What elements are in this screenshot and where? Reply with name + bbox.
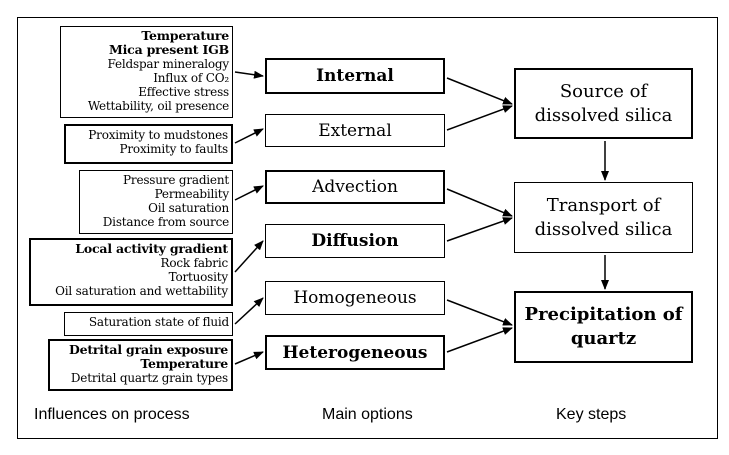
arrow-diffusion-transport xyxy=(446,217,513,242)
arrow-internal-source xyxy=(446,77,513,105)
arrow-external-source xyxy=(446,105,513,131)
arrow-heterogeneous-precipitation xyxy=(446,327,513,353)
influence-line: Proximity to mudstones xyxy=(88,128,228,142)
key-step-line: quartz xyxy=(570,328,637,349)
key-step-line: dissolved silica xyxy=(534,218,673,240)
influence-line: Rock fabric xyxy=(160,256,229,270)
arrow-influence-internal xyxy=(234,70,264,79)
column-label-key-steps: Key steps xyxy=(556,406,627,423)
arrow-influence-advection xyxy=(234,185,264,201)
arrow-homogeneous-precipitation xyxy=(446,299,513,326)
influence-box-homogeneous: Saturation state of fluid xyxy=(64,312,233,336)
influence-box-advection: Pressure gradient Permeability Oil satur… xyxy=(79,170,233,234)
influence-line: Distance from source xyxy=(102,215,229,229)
key-step-line: Precipitation of xyxy=(524,304,683,325)
arrow-influence-external xyxy=(234,128,264,144)
key-step-transport: Transport of dissolved silica xyxy=(514,182,693,253)
key-step-line: Source of xyxy=(559,80,648,102)
influence-line: Saturation state of fluid xyxy=(88,315,229,329)
option-advection: Advection xyxy=(265,170,445,204)
influence-line: Oil saturation and wettability xyxy=(55,284,228,298)
influence-line: Oil saturation xyxy=(148,201,229,215)
influence-line: Temperature xyxy=(140,356,228,371)
diagram-frame xyxy=(17,17,718,439)
key-step-line: Transport of xyxy=(546,194,661,216)
influence-line: Mica present IGB xyxy=(108,42,229,57)
influence-box-diffusion: Local activity gradient Rock fabric Tort… xyxy=(29,238,233,306)
option-heterogeneous: Heterogeneous xyxy=(265,335,445,370)
influence-box-heterogeneous: Detrital grain exposure Temperature Detr… xyxy=(48,339,233,391)
influence-line: Detrital grain exposure xyxy=(68,342,228,357)
key-step-precipitation: Precipitation of quartz xyxy=(514,291,693,363)
key-step-source: Source of dissolved silica xyxy=(514,68,693,139)
arrow-influence-homogeneous xyxy=(234,297,264,325)
influence-box-external: Proximity to mudstones Proximity to faul… xyxy=(64,124,233,164)
option-homogeneous: Homogeneous xyxy=(265,281,445,315)
column-label-influences: Influences on process xyxy=(34,406,190,423)
influence-line: Proximity to faults xyxy=(119,142,229,156)
key-step-line: dissolved silica xyxy=(534,104,673,126)
influence-line: Pressure gradient xyxy=(123,173,229,187)
column-label-options: Main options xyxy=(322,406,413,423)
influence-line: Effective stress xyxy=(138,85,229,99)
influence-line: Wettability, oil presence xyxy=(87,99,229,113)
option-external: External xyxy=(265,114,445,147)
influence-line: Feldspar mineralogy xyxy=(107,57,230,71)
influence-line: Tortuosity xyxy=(168,270,229,284)
arrow-influence-heterogeneous xyxy=(234,351,264,365)
influence-line: Influx of CO₂ xyxy=(153,71,229,85)
influence-line: Local activity gradient xyxy=(75,241,228,256)
arrow-influence-diffusion xyxy=(234,240,264,273)
influence-line: Detrital quartz grain types xyxy=(70,371,228,385)
influence-box-internal: Temperature Mica present IGB Feldspar mi… xyxy=(60,26,233,118)
option-diffusion: Diffusion xyxy=(265,224,445,258)
option-internal: Internal xyxy=(265,58,445,94)
influence-line: Temperature xyxy=(141,28,229,43)
influence-line: Permeability xyxy=(154,187,230,201)
arrow-advection-transport xyxy=(446,188,513,217)
